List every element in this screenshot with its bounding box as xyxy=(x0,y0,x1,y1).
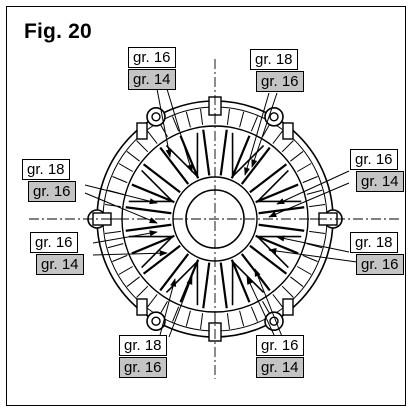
radial-ribs xyxy=(125,129,305,309)
arrow-left-upper xyxy=(84,184,158,204)
bolt-hole xyxy=(151,316,161,326)
lug-outer xyxy=(264,107,284,127)
arrow-bottom-left xyxy=(168,276,193,338)
label-top-right-secondary: gr. 16 xyxy=(256,71,304,92)
arrow-right-upper xyxy=(276,170,350,205)
arrow-right-lower xyxy=(276,236,350,253)
arrow-right-lower-2-head xyxy=(268,247,277,254)
arrow-top-right-outer xyxy=(251,92,278,168)
arrow-left-lower-2-head xyxy=(159,250,168,257)
label-left-upper-primary: gr. 18 xyxy=(22,159,70,180)
arrow-left-lower-2 xyxy=(92,252,168,256)
arrow-bottom-right xyxy=(246,276,276,338)
arrow-left-upper-2 xyxy=(84,192,158,224)
arrow-right-upper-2-head xyxy=(268,211,277,218)
arrow-left-lower-head xyxy=(149,230,158,237)
label-bottom-left-primary: gr. 18 xyxy=(119,335,167,356)
bolt-hole xyxy=(269,112,279,122)
label-top-left-primary: gr. 16 xyxy=(128,47,176,68)
arrow-left-upper-2-head xyxy=(149,217,158,224)
label-left-lower-secondary: gr. 14 xyxy=(36,254,84,275)
arrow-left-lower xyxy=(92,231,158,244)
label-left-lower-primary: gr. 16 xyxy=(30,232,78,253)
label-top-left-secondary: gr. 14 xyxy=(128,69,176,90)
arrow-bottom-left-2-head xyxy=(170,278,177,287)
arrow-bottom-right-head xyxy=(246,276,253,285)
arrow-right-lower-head xyxy=(276,235,285,242)
arrow-right-upper-2 xyxy=(268,182,350,218)
arrow-top-right-inner-head xyxy=(244,167,250,176)
figure-frame: Fig. 20 gr. 16 gr. 14 gr. 18 gr. 16 gr. … xyxy=(6,6,406,406)
label-right-lower-secondary: gr. 16 xyxy=(356,254,404,275)
label-left-upper-secondary: gr. 16 xyxy=(28,181,76,202)
arrow-bottom-right-2 xyxy=(254,268,284,340)
label-bottom-right-primary: gr. 16 xyxy=(256,335,304,356)
arrow-top-right-inner xyxy=(244,92,270,176)
lug-outer xyxy=(146,311,166,331)
bearing-housing-drawing xyxy=(29,59,401,379)
figure-title: Fig. 20 xyxy=(24,20,92,43)
label-right-lower-primary: gr. 18 xyxy=(350,232,398,253)
lug-outer xyxy=(146,107,166,127)
arrow-bottom-left-head xyxy=(186,276,193,285)
bolt-hole xyxy=(151,112,161,122)
arrow-top-right-outer-head xyxy=(251,159,258,168)
arrow-top-left-inner-head xyxy=(165,149,172,158)
arrow-left-upper-head xyxy=(149,198,158,205)
arrow-bottom-left-2 xyxy=(158,278,176,340)
arrow-top-left-inner xyxy=(156,88,171,158)
label-right-upper-primary: gr. 16 xyxy=(350,149,398,170)
label-bottom-left-secondary: gr. 16 xyxy=(119,357,167,378)
label-bottom-right-secondary: gr. 14 xyxy=(256,357,304,378)
arrow-top-left-outer-head xyxy=(186,164,193,173)
label-right-upper-secondary: gr. 14 xyxy=(356,171,404,192)
arrow-top-left-outer xyxy=(166,88,193,173)
label-top-right-primary: gr. 18 xyxy=(250,49,298,70)
arrow-right-upper-head xyxy=(276,198,285,205)
v-ribs xyxy=(128,132,302,306)
arrow-bottom-right-2-head xyxy=(254,268,261,277)
arrow-right-lower-2 xyxy=(268,249,358,263)
